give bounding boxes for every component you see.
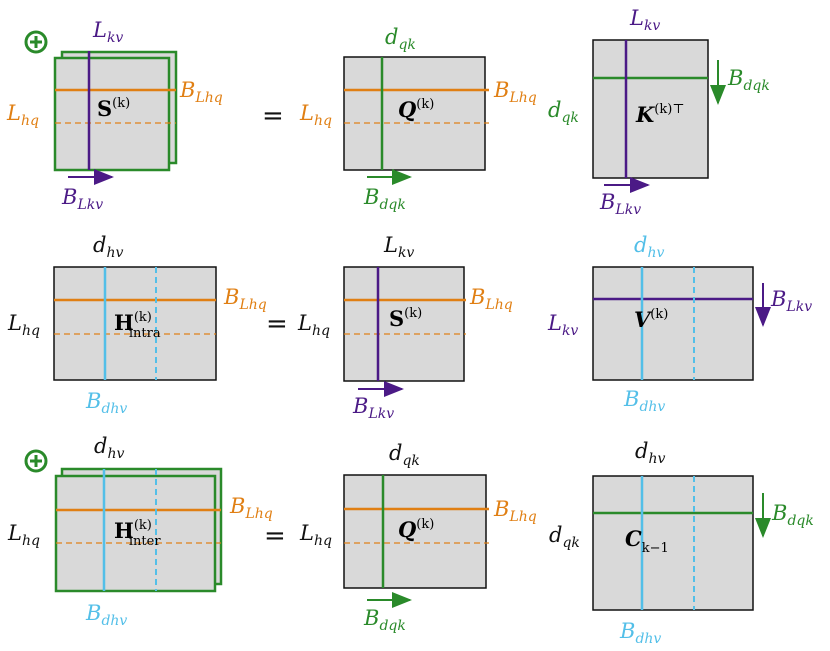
label-L-hq: Lhq [299,101,332,129]
label-B-Lhq: BLhq [493,497,537,525]
label-B-Lhq: BLhq [493,78,537,106]
Q-k-label: Q(k) [398,517,434,542]
K-k-label: K(k)⊤ [635,102,685,127]
label-B-Lhq: BLhq [223,285,267,313]
label-d-qk: dqk [549,523,580,551]
label-L-kv: Lkv [383,233,414,261]
label-B-Lkv: BLkv [770,287,812,315]
label-L-kv: Lkv [629,6,660,34]
label-B-Lhq: BLhq [469,285,513,313]
S-k-label: S(k) [389,306,422,331]
label-B-dqk: Bdqk [727,66,770,94]
label-B-dhv: Bdhv [85,601,127,629]
matrix-V-k: V(k) [592,266,754,381]
label-L-hq: Lhq [299,521,332,549]
equals-sign: = [262,101,284,131]
label-L-hq: Lhq [7,521,40,549]
row-1: S(k) Lkv Lhq BLhq BLkv = Q(k) dqk Lhq BL… [6,6,770,218]
label-L-hq: Lhq [6,101,39,129]
Q-k-label: Q(k) [398,97,434,122]
C-k-1-label: Ck−1 [625,526,669,556]
row-3: H(k)inter dhv Lhq BLhq Bdhv = Q(k) dqk L… [7,434,814,647]
label-B-dhv: Bdhv [619,619,661,647]
label-B-dhv: Bdhv [623,387,665,415]
matrix-S-k: S(k) [343,266,466,382]
label-L-kv: Lkv [92,18,123,46]
matrix-Q-k: Q(k) [343,474,489,589]
label-d-qk: dqk [389,441,420,469]
circle-plus-icon [24,30,48,54]
equals-sign: = [266,309,288,339]
H-intra-label: H(k)intra [114,310,161,341]
S-k-label: S(k) [97,96,130,121]
label-d-hv: dhv [93,233,123,261]
label-d-hv: dhv [635,439,665,467]
equals-sign: = [264,521,286,551]
label-d-hv: dhv [634,233,664,261]
label-L-kv: Lkv [547,311,578,339]
label-d-qk: dqk [385,25,416,53]
label-B-Lkv: BLkv [352,394,394,422]
circle-plus-icon [24,449,48,473]
matrix-C-k-1: Ck−1 [592,475,754,611]
label-d-hv: dhv [94,434,124,462]
V-k-label: V(k) [634,307,668,332]
label-B-Lhq: BLhq [179,78,223,106]
label-B-Lkv: BLkv [61,185,103,213]
label-d-qk: dqk [548,98,579,126]
label-B-dhv: Bdhv [85,389,127,417]
label-B-Lkv: BLkv [599,190,641,218]
matrix-H-intra: H(k)intra [53,266,217,381]
matrix-S-k: S(k) [53,50,178,172]
label-B-dqk: Bdqk [363,185,406,213]
matrix-K-k-transpose: K(k)⊤ [592,39,709,179]
label-L-hq: Lhq [297,311,330,339]
matrix-H-inter: H(k)inter [54,467,223,593]
label-B-Lhq: BLhq [229,494,273,522]
H-inter-label: H(k)inter [114,518,161,549]
matrix-Q-k: Q(k) [343,56,489,171]
label-L-hq: Lhq [7,311,40,339]
label-B-dqk: Bdqk [771,501,814,529]
row-2: H(k)intra dhv Lhq BLhq Bdhv = S(k) Lkv L… [7,233,812,422]
label-B-dqk: Bdqk [363,606,406,634]
